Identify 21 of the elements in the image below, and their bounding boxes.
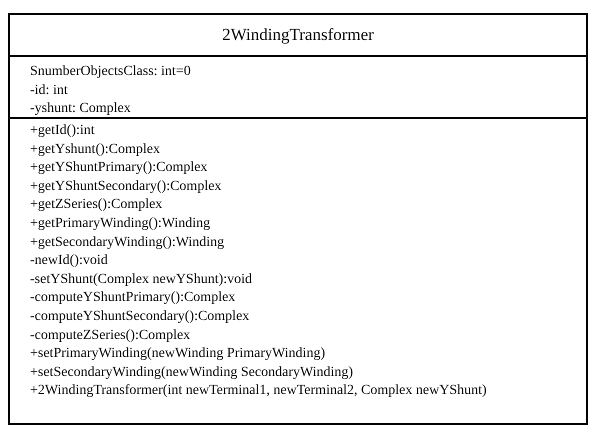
attribute-text: SnumberObjectsClass: int=0 [30, 63, 191, 81]
attribute-text: -id: int [30, 82, 68, 100]
method-text: +getId():int [30, 122, 95, 140]
method-text: +2WindingTransformer(int newTerminal1, newTerminal2, Complex newYShunt) [30, 382, 487, 400]
method-text: +getZSeries():Complex [30, 196, 162, 214]
method-text: +getPrimaryWinding():Winding [30, 214, 210, 233]
method-text: -computeYShuntPrimary():Complex [30, 289, 236, 308]
method-text: -newId():void [30, 252, 108, 270]
method-text: +getYshunt():Complex [30, 140, 160, 159]
method-text: +getYShuntSecondary():Complex [30, 178, 222, 196]
class-name: 2WindingTransformer [221, 24, 375, 46]
attribute-text: -yshunt: Complex [30, 100, 131, 118]
method-text: +getSecondaryWinding():Winding [30, 234, 224, 252]
method-text: +getYShuntPrimary():Complex [30, 159, 208, 178]
method-text: +setPrimaryWinding(newWinding PrimaryWinding) [30, 345, 326, 364]
attribute-compartment [10, 55, 586, 117]
uml-class-box [8, 13, 588, 425]
method-text: +setSecondaryWinding(newWinding SecondaryWinding) [30, 364, 354, 382]
method-text: -computeZSeries():Complex [30, 326, 190, 345]
method-text: -setYShunt(Complex newYShunt):void [30, 270, 252, 289]
method-text: -computeYShuntSecondary():Complex [30, 308, 250, 326]
